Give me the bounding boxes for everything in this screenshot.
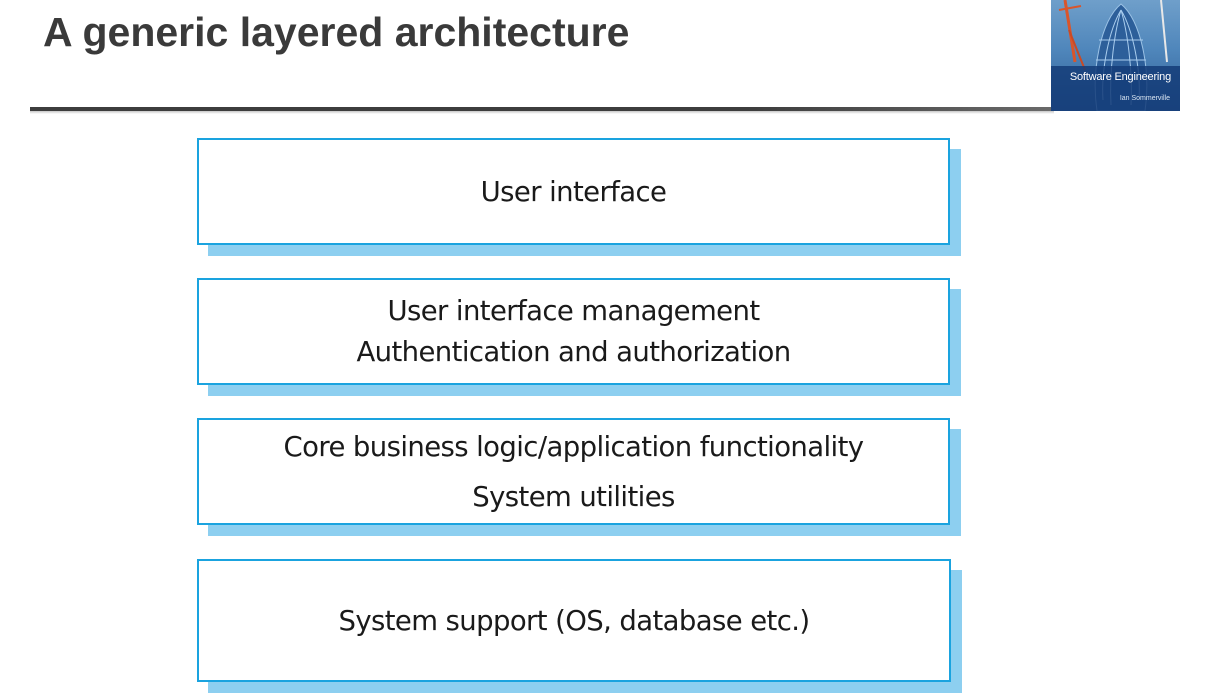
layer-core-business-logic: Core business logic/application function… bbox=[197, 418, 950, 525]
layer-label: User interface bbox=[480, 175, 667, 208]
layer-label: Authentication and authorization bbox=[356, 335, 791, 368]
layer-label: User interface management bbox=[387, 294, 760, 327]
layer-label: System utilities bbox=[472, 480, 675, 513]
title-divider-shadow bbox=[30, 111, 1054, 114]
slide-title: A generic layered architecture bbox=[43, 9, 630, 55]
layer-user-interface: User interface bbox=[197, 138, 950, 245]
book-title: Software Engineering bbox=[1069, 71, 1171, 83]
title-divider bbox=[30, 107, 1054, 111]
layer-system-support: System support (OS, database etc.) bbox=[197, 559, 951, 682]
layer-label: Core business logic/application function… bbox=[283, 430, 865, 463]
book-cover-band bbox=[1051, 66, 1180, 111]
book-author: Ian Sommerville bbox=[1119, 95, 1170, 102]
layer-label: System support (OS, database etc.) bbox=[338, 604, 810, 637]
book-cover-image: Software Engineering Ian Sommerville bbox=[1051, 0, 1180, 111]
layer-ui-management: User interface management Authentication… bbox=[197, 278, 950, 385]
